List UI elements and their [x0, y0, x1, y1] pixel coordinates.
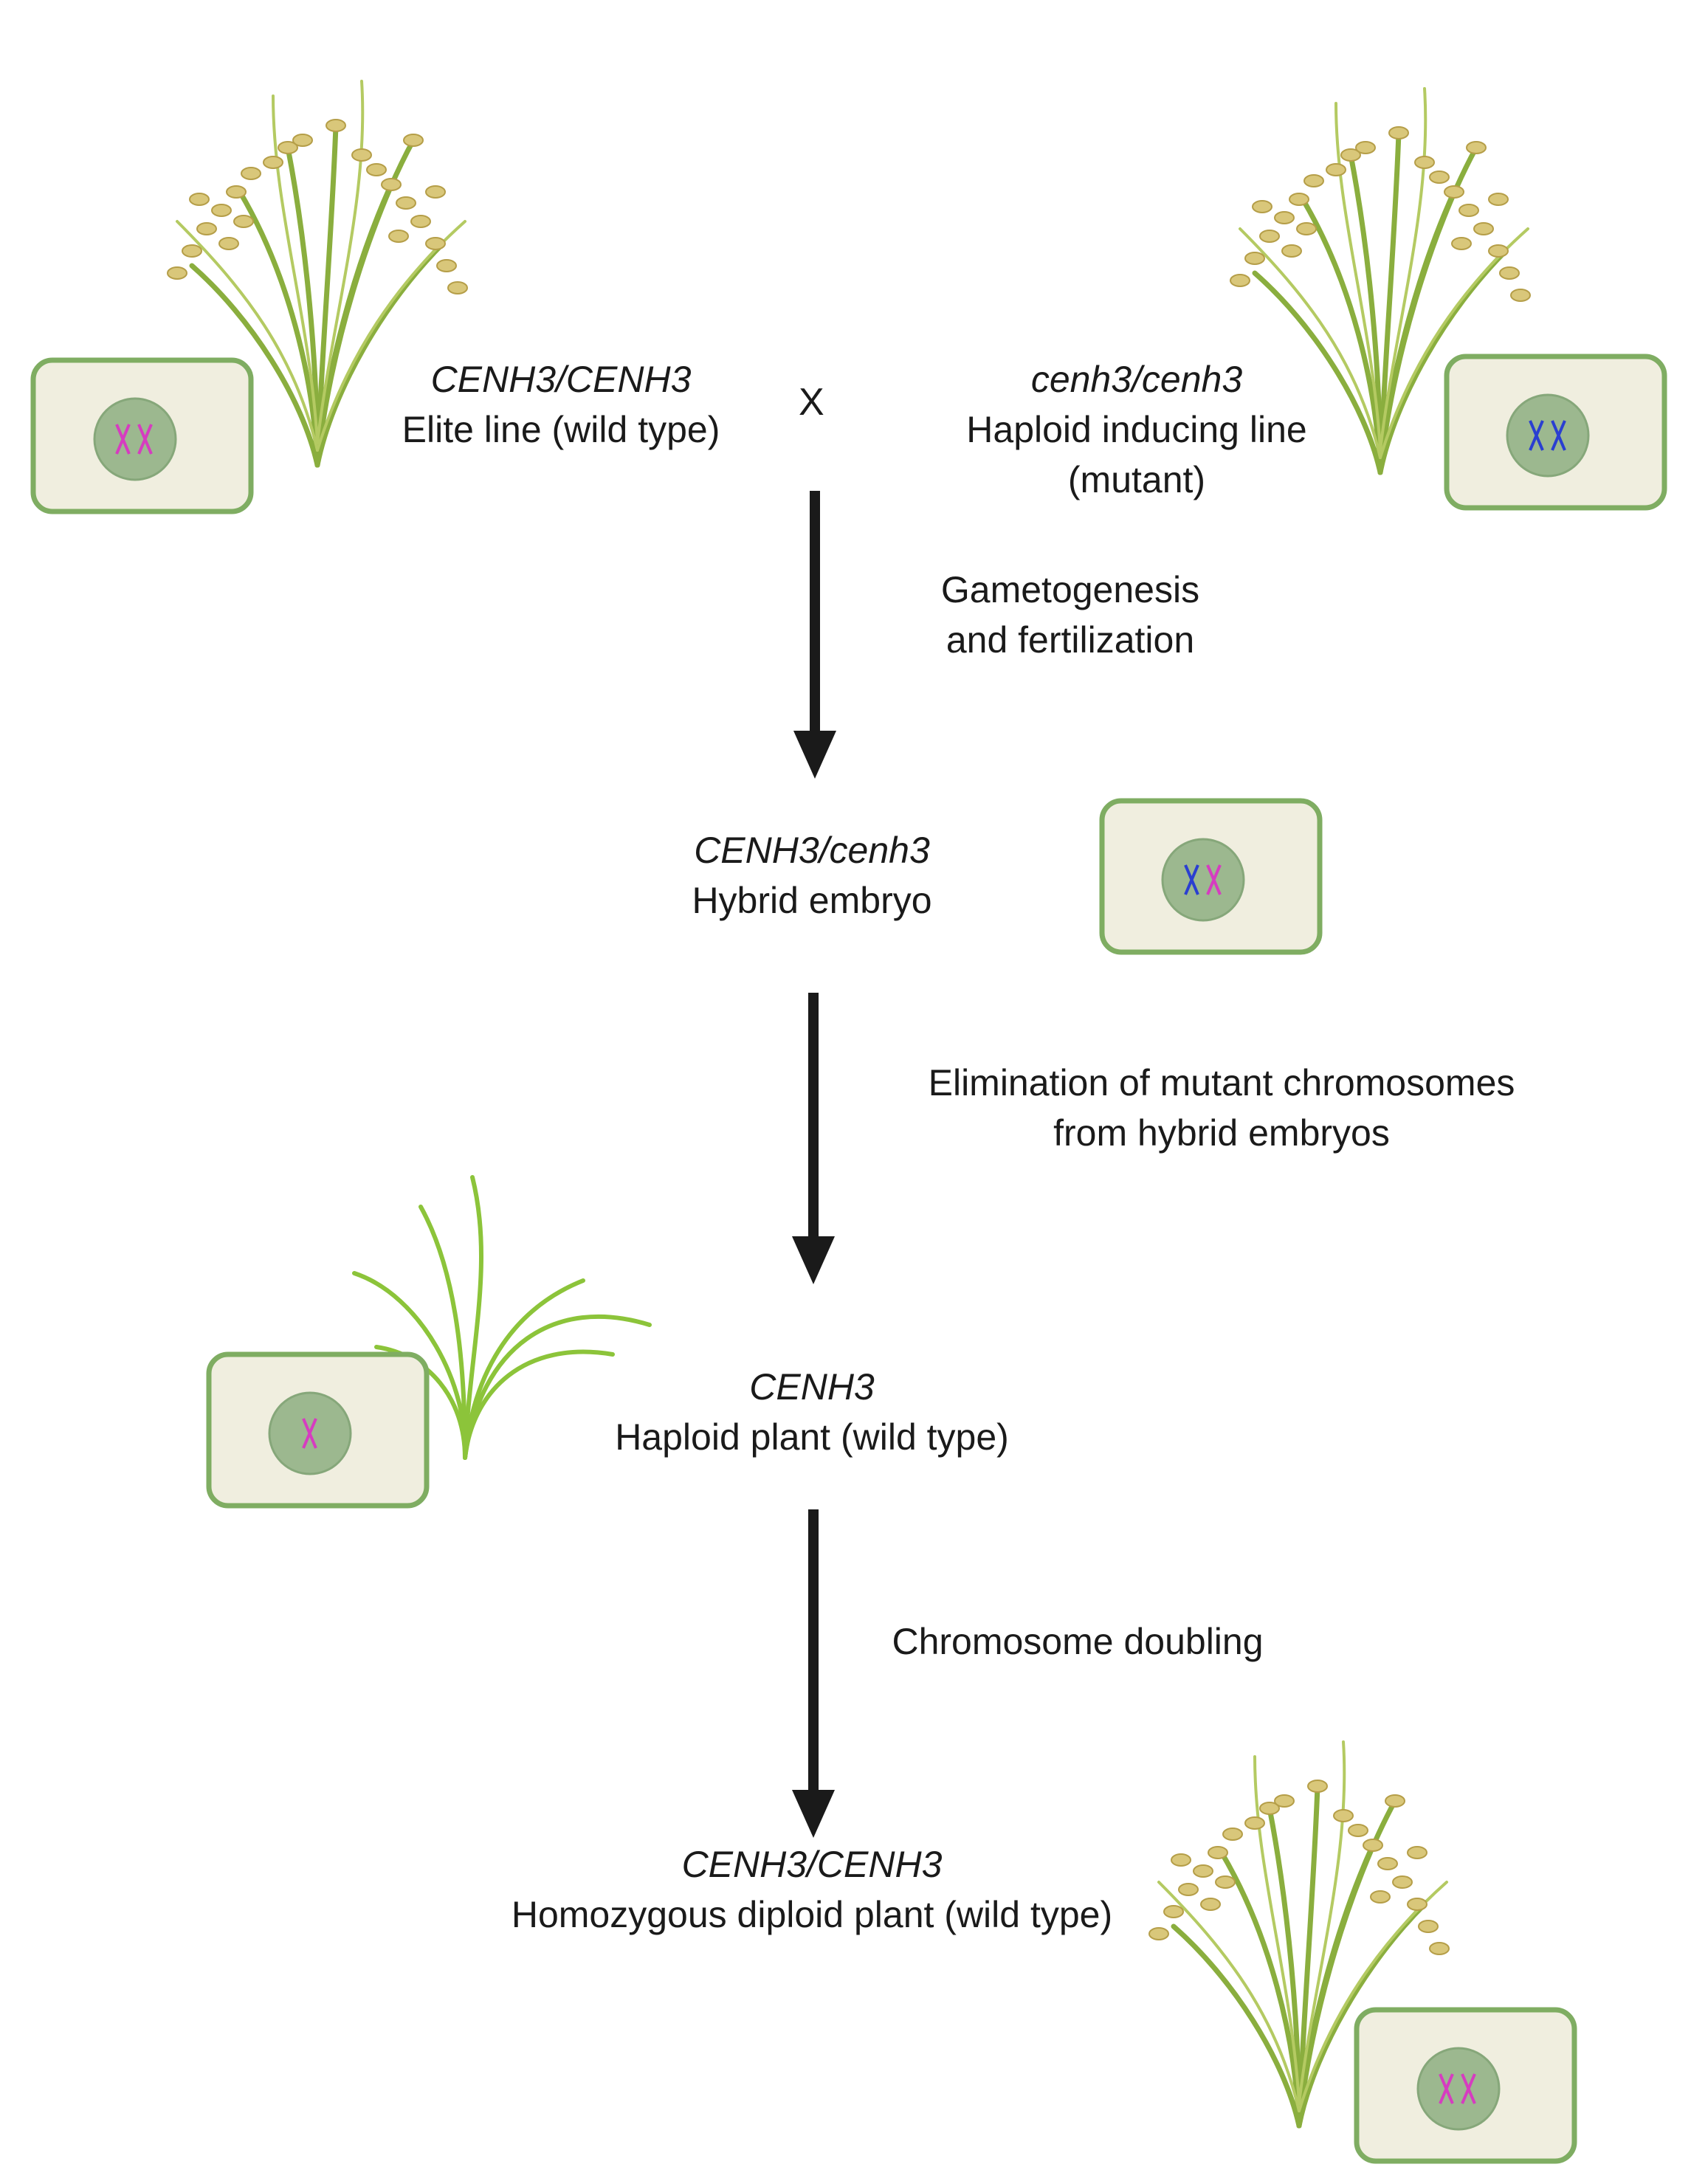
hybrid-genotype: CENH3/cenh3 [694, 830, 930, 871]
chromosome-icon [1439, 2073, 1476, 2104]
step-line: and fertilization [946, 619, 1195, 661]
cell-icon [1444, 354, 1667, 511]
cell-icon [1099, 798, 1323, 955]
diploid-plant-label: CENH3/CENH3 Homozygous diploid plant (wi… [465, 1839, 1159, 1940]
inducer-line-label: cenh3/cenh3 Haploid inducing line (mutan… [926, 354, 1347, 505]
diploid-genotype: CENH3/CENH3 [681, 1844, 943, 1885]
cell-icon [30, 357, 254, 514]
chromosome-icon [1184, 864, 1199, 895]
cross-symbol: X [799, 381, 824, 424]
chromosome-icon [1206, 864, 1222, 895]
inducer-genotype: cenh3/cenh3 [1030, 359, 1243, 400]
chromosome-icon [115, 424, 153, 455]
down-arrow-icon [792, 1509, 835, 1838]
down-arrow-icon [793, 491, 836, 779]
step-elimination: Elimination of mutant chromosomes from h… [871, 1058, 1572, 1158]
haploid-genotype: CENH3 [749, 1366, 875, 1408]
inducer-description: Haploid inducing line [966, 409, 1307, 450]
cell-icon [206, 1351, 430, 1509]
step-doubling: Chromosome doubling [849, 1616, 1306, 1667]
haploid-plant-label: CENH3 Haploid plant (wild type) [568, 1362, 1055, 1462]
down-arrow-icon [792, 993, 835, 1284]
chromosome-icon [1529, 420, 1566, 451]
haploid-description: Haploid plant (wild type) [615, 1416, 1009, 1458]
elite-line-label: CENH3/CENH3 Elite line (wild type) [369, 354, 753, 455]
diploid-description: Homozygous diploid plant (wild type) [511, 1894, 1113, 1935]
elite-description: Elite line (wild type) [402, 409, 720, 450]
step-gametogenesis: Gametogenesis and fertilization [886, 565, 1255, 665]
step-line: from hybrid embryos [1053, 1112, 1390, 1154]
elite-genotype: CENH3/CENH3 [430, 359, 692, 400]
step-line: Gametogenesis [940, 569, 1200, 610]
step-line: Chromosome doubling [892, 1621, 1264, 1662]
hybrid-description: Hybrid embryo [692, 880, 932, 921]
cell-icon [1354, 2007, 1577, 2164]
step-line: Elimination of mutant chromosomes [928, 1062, 1515, 1103]
hybrid-embryo-label: CENH3/cenh3 Hybrid embryo [620, 825, 1004, 926]
chromosome-icon [302, 1418, 317, 1449]
inducer-mutant-note: (mutant) [1067, 459, 1206, 500]
